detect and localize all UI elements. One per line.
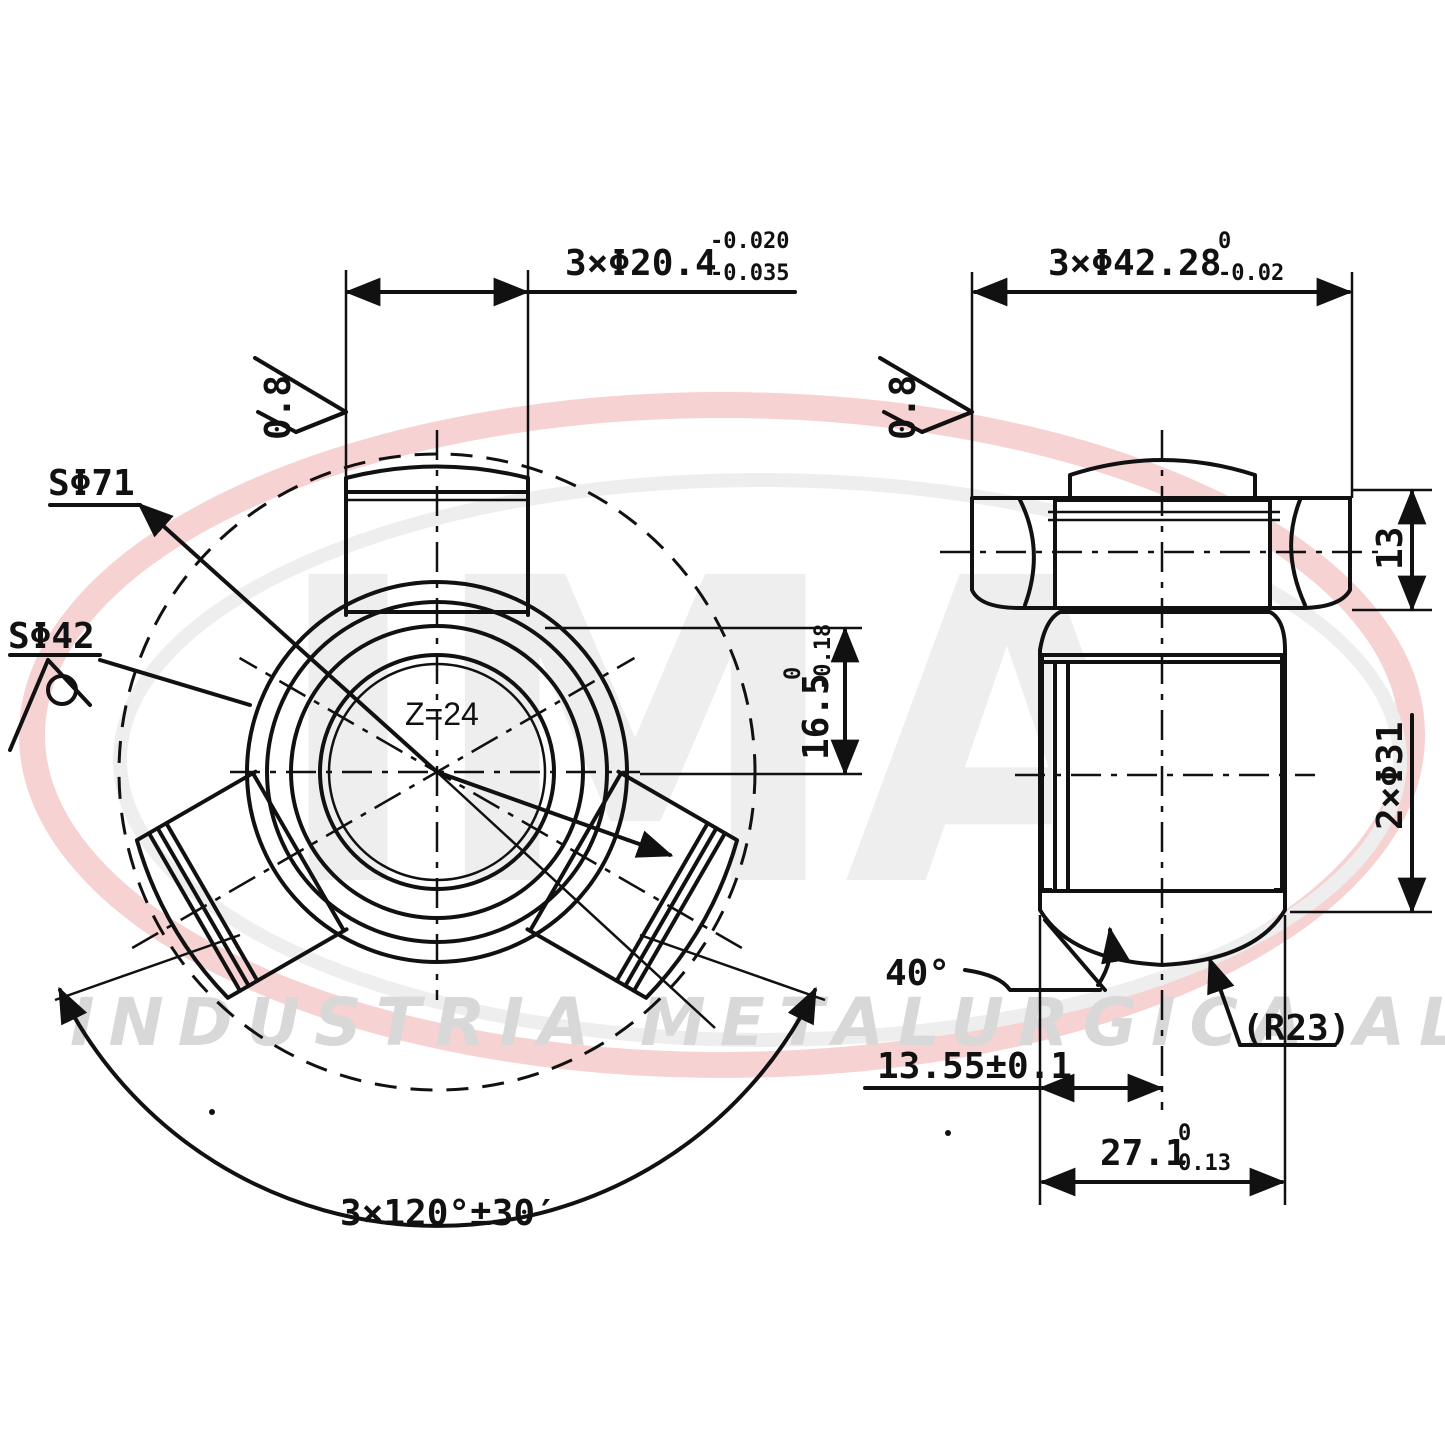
watermark-letters: IMA	[270, 491, 1172, 980]
roughness-left-value: 0.8	[258, 375, 299, 440]
front-view: Z=24 SΦ71 SΦ42 3×Φ20.4 -0.020 -0.035 0.8…	[8, 229, 862, 1234]
bore-label: 2×Φ31	[1370, 722, 1411, 830]
pin-tol-lower: -0.035	[710, 261, 789, 286]
sphere-71-label: SΦ71	[48, 463, 135, 504]
length-tol-upper: 0	[1178, 1121, 1191, 1146]
offset-tol-lower: -0.18	[811, 624, 836, 690]
pin-tol-upper: -0.020	[710, 229, 789, 254]
section-view: 3×Φ42.28 0 -0.02 0.8 13 2×Φ31 40° (R23)	[863, 229, 1432, 1205]
radius-label: (R23)	[1242, 1008, 1350, 1049]
pin-diameter-label: 3×Φ20.4	[565, 243, 717, 284]
chamfer-angle-label: 40°	[885, 953, 950, 994]
half-length-label: 13.55±0.1	[877, 1046, 1072, 1087]
angle-label: 3×120°±30′	[340, 1193, 557, 1234]
surface-finish-symbol-lap	[8, 658, 92, 752]
spline-label: Z=24	[405, 696, 479, 732]
roughness-symbol-right: 0.8	[878, 356, 974, 440]
roughness-symbol-left: 0.8	[253, 356, 348, 440]
sphere-42-label: SΦ42	[8, 616, 95, 657]
length-label: 27.1	[1100, 1133, 1187, 1174]
roller-diameter-label: 3×Φ42.28	[1048, 243, 1221, 284]
offset-label: 16.5	[796, 673, 837, 760]
watermark-logo: IMA INDUSTRIA METALURGICA ALLI	[19, 392, 1445, 1078]
roller-width-label: 13	[1370, 527, 1411, 570]
length-tol-lower: 0.13	[1178, 1151, 1231, 1176]
roughness-right-value: 0.8	[883, 375, 924, 440]
watermark-tagline: INDUSTRIA METALURGICA ALLI	[70, 984, 1445, 1061]
roller-tol-upper: 0	[1218, 229, 1231, 254]
offset-tol-upper: 0	[781, 667, 806, 680]
roller-tol-lower: -0.02	[1218, 261, 1284, 286]
